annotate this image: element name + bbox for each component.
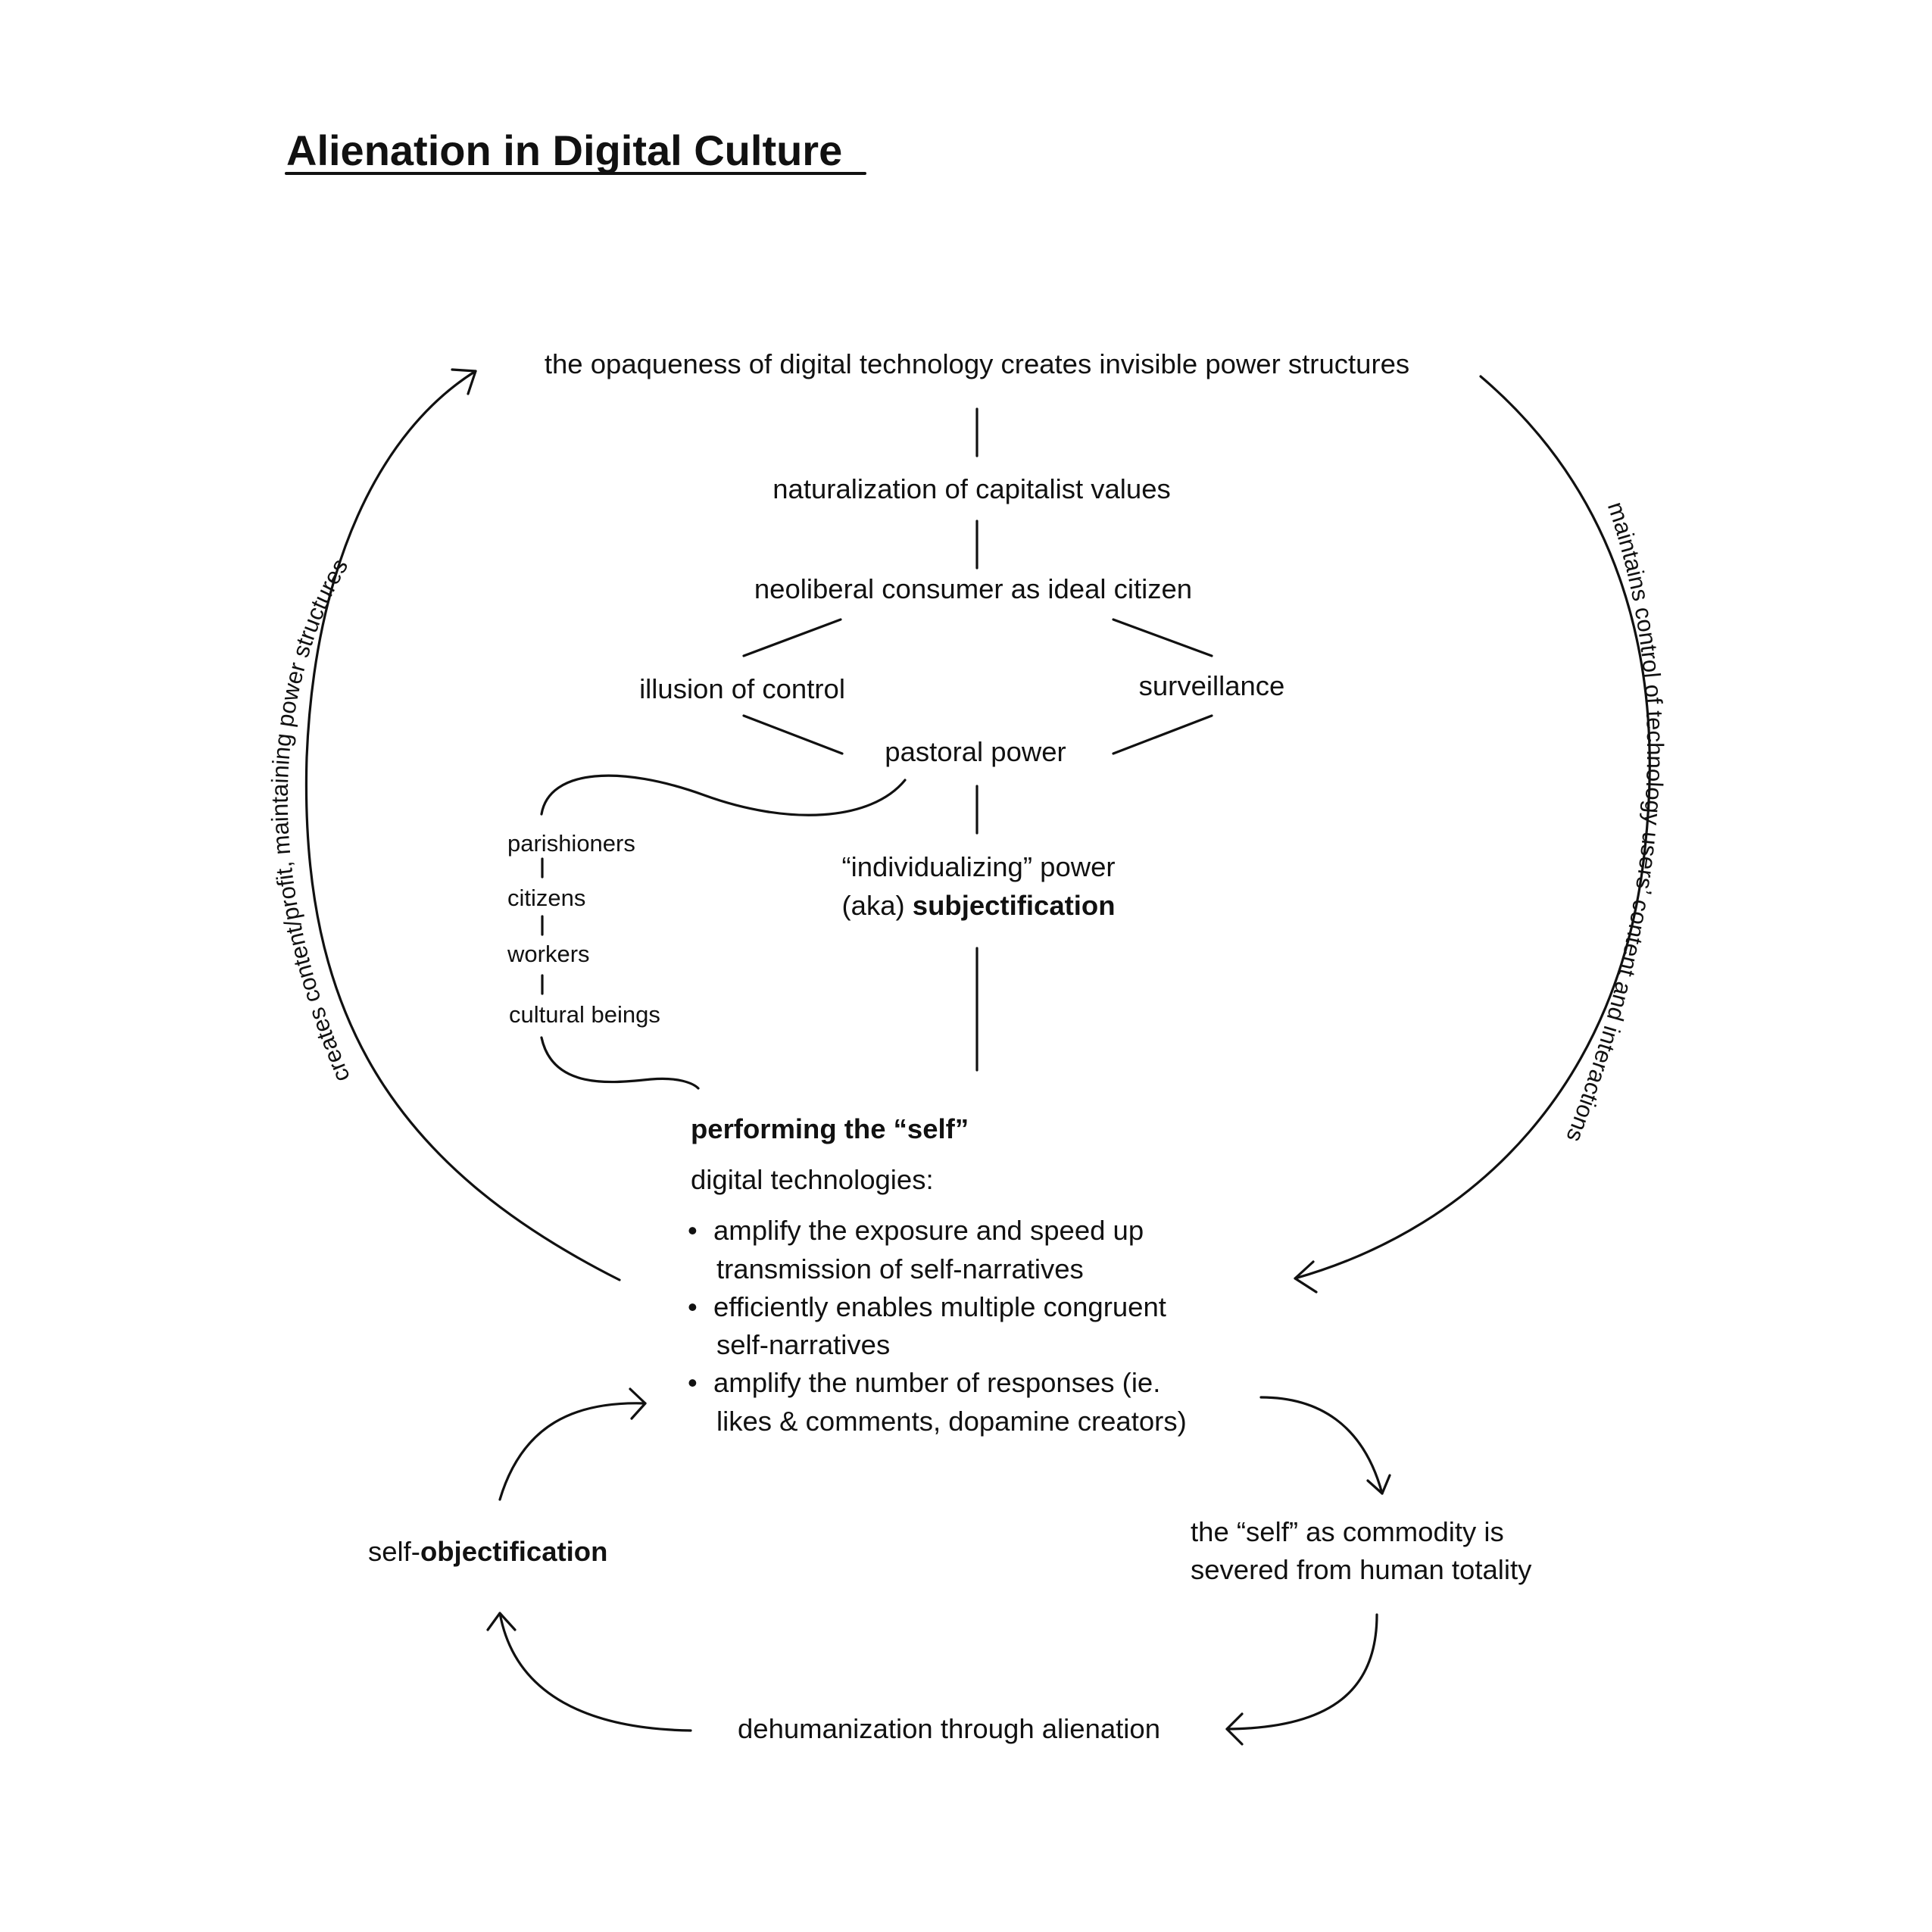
node-self-objectification: self-objectification <box>368 1536 607 1567</box>
subject-citizens: citizens <box>507 885 585 911</box>
brace-top-curve <box>540 774 907 816</box>
node-surveillance: surveillance <box>1139 670 1285 701</box>
connector-illusion-pastoral <box>742 714 844 755</box>
node-individualizing-power: “individualizing” power <box>841 851 1115 882</box>
node-pastoral-power: pastoral power <box>885 736 1066 767</box>
node-commodity-line-2: severed from human totality <box>1191 1554 1532 1585</box>
brace-bottom-curve <box>540 1036 700 1090</box>
node-neoliberal: neoliberal consumer as ideal citizen <box>754 573 1192 604</box>
page-title: Alienation in Digital Culture <box>286 126 842 174</box>
node-performing-self: performing the “self” <box>691 1113 969 1144</box>
node-dehumanization: dehumanization through alienation <box>738 1713 1160 1744</box>
node-opaqueness: the opaqueness of digital technology cre… <box>545 348 1409 379</box>
connector-neoliberal-illusion <box>742 618 842 657</box>
bullet-2-line-1: efficiently enables multiple congruent <box>713 1291 1166 1322</box>
objectification-bold: objectification <box>420 1536 607 1567</box>
subject-parishioners: parishioners <box>507 830 635 857</box>
subject-cultural-beings: cultural beings <box>509 1001 660 1028</box>
arrow-commodity-to-dehumanization <box>1225 1613 1378 1731</box>
bullet-3-line-2: likes & comments, dopamine creators) <box>716 1406 1187 1437</box>
subject-workers: workers <box>507 941 590 967</box>
bullet-symbol-2: • <box>688 1291 698 1322</box>
node-illusion-of-control: illusion of control <box>639 673 845 704</box>
bullet-3-line-1: amplify the number of responses (ie. <box>713 1367 1160 1398</box>
bullet-2-line-2: self-narratives <box>716 1329 890 1360</box>
self-prefix: self- <box>368 1536 420 1567</box>
arrow-objectification-to-performing-head <box>629 1387 647 1420</box>
left-big-arc-arrowhead <box>451 368 477 395</box>
node-commodity-line-1: the “self” as commodity is <box>1191 1516 1504 1547</box>
left-big-arc <box>304 370 621 1281</box>
bullet-1-line-2: transmission of self-narratives <box>716 1253 1084 1284</box>
right-big-arc-arrowhead <box>1294 1260 1318 1294</box>
bullet-symbol-3: • <box>688 1367 698 1398</box>
arrow-dehumanization-to-objectification-head <box>486 1612 517 1631</box>
arrow-commodity-to-dehumanization-head <box>1225 1712 1244 1746</box>
bullet-1-line-1: amplify the exposure and speed up <box>713 1215 1144 1246</box>
subjectification-bold: subjectification <box>913 890 1116 921</box>
node-naturalization: naturalization of capitalist values <box>772 473 1171 504</box>
arrow-dehumanization-to-objectification <box>498 1612 692 1732</box>
arrow-objectification-to-performing <box>498 1402 647 1501</box>
connector-surveillance-pastoral <box>1112 714 1213 755</box>
right-arc-label: maintains control of technology users’ c… <box>1561 498 1668 1146</box>
arrow-performing-to-commodity <box>1259 1396 1384 1495</box>
arrow-performing-to-commodity-head <box>1366 1474 1391 1495</box>
connector-neoliberal-surveillance <box>1112 618 1213 657</box>
node-subjectification: (aka) subjectification <box>841 890 1115 921</box>
node-digital-technologies: digital technologies: <box>691 1164 934 1195</box>
right-big-arc <box>1294 375 1651 1280</box>
bullet-symbol-1: • <box>688 1215 698 1246</box>
aka-prefix: (aka) <box>841 890 912 921</box>
